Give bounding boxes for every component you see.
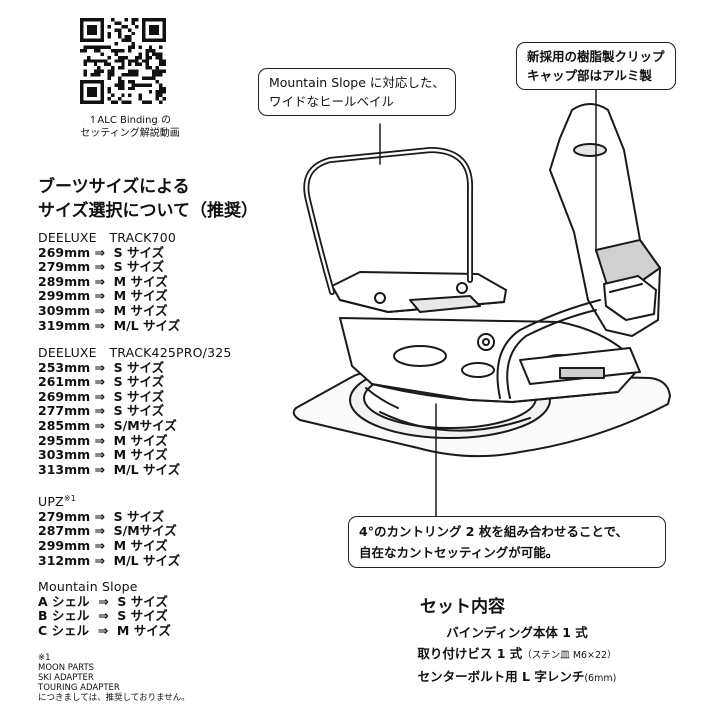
set-contents-title: セット内容	[420, 597, 505, 617]
qr-caption-line: セッティング解説動画	[80, 128, 180, 139]
set-item: 取り付けビス 1 式（ステン皿 M6×22）	[417, 646, 617, 661]
size-row: 279mm ⇒ S サイズ	[38, 259, 165, 275]
size-row: 299mm ⇒ M サイズ	[38, 288, 168, 304]
size-row: 295mm ⇒ M サイズ	[38, 432, 168, 448]
section-title: DEELUXE TRACK425PRO/325	[38, 345, 232, 360]
section-mountain-slope: Mountain Slope A シェル ⇒ S サイズ B シェル ⇒ S サ…	[38, 579, 171, 638]
section-title: DEELUXE TRACK700	[38, 230, 177, 245]
size-row: A シェル ⇒ S サイズ	[38, 593, 168, 609]
footnote-line: につきましては、推奨しておりません。	[38, 693, 190, 703]
size-row: 289mm ⇒ M サイズ	[38, 273, 168, 289]
callout-clip: 新採用の樹脂製クリップ キャップ部はアルミ製	[516, 42, 676, 90]
footnote-line: MOON PARTS	[38, 663, 95, 673]
size-row: 269mm ⇒ S サイズ	[38, 388, 165, 404]
size-row: 287mm ⇒ S/Mサイズ	[38, 523, 177, 539]
size-row: 299mm ⇒ M サイズ	[38, 537, 168, 553]
callout-line: 4°のカントリング 2 枚を組み合わせることで、	[359, 524, 628, 539]
footnote-line: SKI ADAPTER	[38, 673, 94, 683]
section-title: UPZ※1	[38, 494, 77, 510]
size-row: 269mm ⇒ S サイズ	[38, 244, 165, 260]
callout-canting: 4°のカントリング 2 枚を組み合わせることで、 自在なカントセッティングが可能…	[348, 516, 666, 568]
size-guide-heading: ブーツサイズによる サイズ選択について（推奨）	[38, 175, 258, 223]
qr-caption: ↿ALC Binding の セッティング解説動画	[70, 114, 190, 140]
callout-line: Mountain Slope に対応した、	[269, 75, 445, 90]
set-item: バインディング本体 1 式	[446, 625, 588, 640]
size-row: 312mm ⇒ M/L サイズ	[38, 552, 181, 568]
section-track425: DEELUXE TRACK425PRO/325 253mm ⇒ S サイズ 26…	[38, 345, 232, 477]
callout-line: ワイドなヒールベイル	[269, 94, 395, 109]
set-item: センターボルト用 L 字レンチ(6mm)	[417, 669, 617, 684]
callout-line: 新採用の樹脂製クリップ	[527, 49, 665, 64]
footnote-line: ※1	[38, 653, 51, 663]
size-row: 279mm ⇒ S サイズ	[38, 508, 165, 524]
size-row: 277mm ⇒ S サイズ	[38, 403, 165, 419]
qr-caption-line: ↿ALC Binding の	[89, 115, 171, 126]
callout-line: キャップ部はアルミ製	[527, 68, 652, 83]
size-row: 253mm ⇒ S サイズ	[38, 359, 165, 375]
footnote-line: TOURING ADAPTER	[38, 683, 120, 693]
heading-line: サイズ選択について（推奨）	[38, 201, 258, 221]
callout-heel-bail: Mountain Slope に対応した、 ワイドなヒールベイル	[258, 68, 456, 116]
footnote: ※1 MOON PARTS SKI ADAPTER TOURING ADAPTE…	[38, 653, 190, 703]
callout-line: 自在なカントセッティングが可能。	[359, 545, 559, 560]
heading-line: ブーツサイズによる	[38, 177, 190, 197]
size-row: 261mm ⇒ S サイズ	[38, 374, 165, 390]
size-row: C シェル ⇒ M サイズ	[38, 622, 171, 638]
size-row: 313mm ⇒ M/L サイズ	[38, 461, 181, 477]
size-row: 285mm ⇒ S/Mサイズ	[38, 417, 177, 433]
qr-code[interactable]	[80, 18, 166, 104]
size-row: B シェル ⇒ S サイズ	[38, 608, 168, 624]
size-row: 309mm ⇒ M サイズ	[38, 302, 168, 318]
section-upz: UPZ※1 279mm ⇒ S サイズ 287mm ⇒ S/Mサイズ 299mm…	[38, 492, 180, 568]
size-row: 319mm ⇒ M/L サイズ	[38, 317, 181, 333]
size-row: 303mm ⇒ M サイズ	[38, 447, 168, 463]
set-contents-list: バインディング本体 1 式 取り付けビス 1 式（ステン皿 M6×22） センタ…	[352, 622, 682, 689]
section-track700: DEELUXE TRACK700 269mm ⇒ S サイズ 279mm ⇒ S…	[38, 230, 181, 333]
section-title: Mountain Slope	[38, 579, 138, 594]
